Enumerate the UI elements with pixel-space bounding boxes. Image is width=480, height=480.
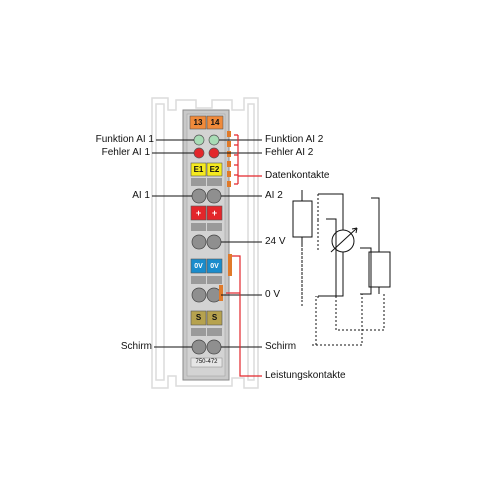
sensor-resistor-1 [292, 200, 313, 238]
power-contacts [219, 254, 232, 301]
label-e2 [206, 162, 223, 177]
label-plus-right [206, 205, 223, 221]
din-rail [151, 97, 259, 389]
led-error-ai2 [208, 147, 220, 159]
part-number-box [190, 357, 223, 368]
label-s-right [206, 310, 223, 326]
label-s-left-text: S [195, 313, 202, 322]
tag-14-text: 14 [210, 118, 220, 127]
label-funktion-ai1: Funktion AI 1 [95, 134, 154, 145]
leader-lines [152, 139, 262, 348]
label-plus-left [190, 205, 207, 221]
label-e2-text: E2 [209, 165, 220, 174]
label-plus-left-text: + [195, 208, 202, 218]
label-s-right-text: S [211, 313, 218, 322]
tag-13 [189, 115, 207, 130]
label-schirm-right: Schirm [265, 341, 297, 352]
tag-14 [206, 115, 224, 130]
label-plus-right-text: + [211, 208, 218, 218]
label-ai2: AI 2 [265, 190, 283, 201]
label-leistungskontakte: Leistungskontakte [265, 370, 346, 381]
label-0v-right-text: 0V [210, 263, 219, 270]
label-funktion-ai2: Funktion AI 2 [265, 134, 324, 145]
label-e1-text: E1 [193, 165, 204, 174]
terminal-group-1 [191, 178, 222, 204]
terminal-group-4 [191, 328, 222, 355]
dotted-wires [301, 220, 385, 346]
label-0v-left [190, 258, 207, 274]
terminal-group-3 [191, 276, 222, 303]
label-0v-right [206, 258, 223, 274]
label-0v-left-text: 0V [194, 263, 203, 270]
label-ai1: AI 1 [132, 190, 150, 201]
label-s-left [190, 310, 207, 326]
label-e1 [190, 162, 207, 177]
label-0v: 0 V [265, 289, 281, 300]
led-function-ai1 [193, 134, 205, 146]
sensor-resistor-2 [368, 251, 391, 288]
tag-13-text: 13 [193, 118, 203, 127]
sensor-schematic [292, 190, 391, 300]
label-24v: 24 V [265, 236, 286, 247]
led-error-ai1 [193, 147, 205, 159]
label-fehler-ai2: Fehler AI 2 [265, 147, 314, 158]
terminal-group-2 [191, 223, 222, 250]
label-datenkontakte: Datenkontakte [265, 170, 330, 181]
part-number-text: 750-472 [195, 359, 218, 365]
label-fehler-ai1: Fehler AI 1 [101, 147, 150, 158]
led-function-ai2 [208, 134, 220, 146]
label-schirm-left: Schirm [120, 341, 152, 352]
red-leaders [226, 134, 262, 377]
data-contacts [227, 131, 231, 187]
